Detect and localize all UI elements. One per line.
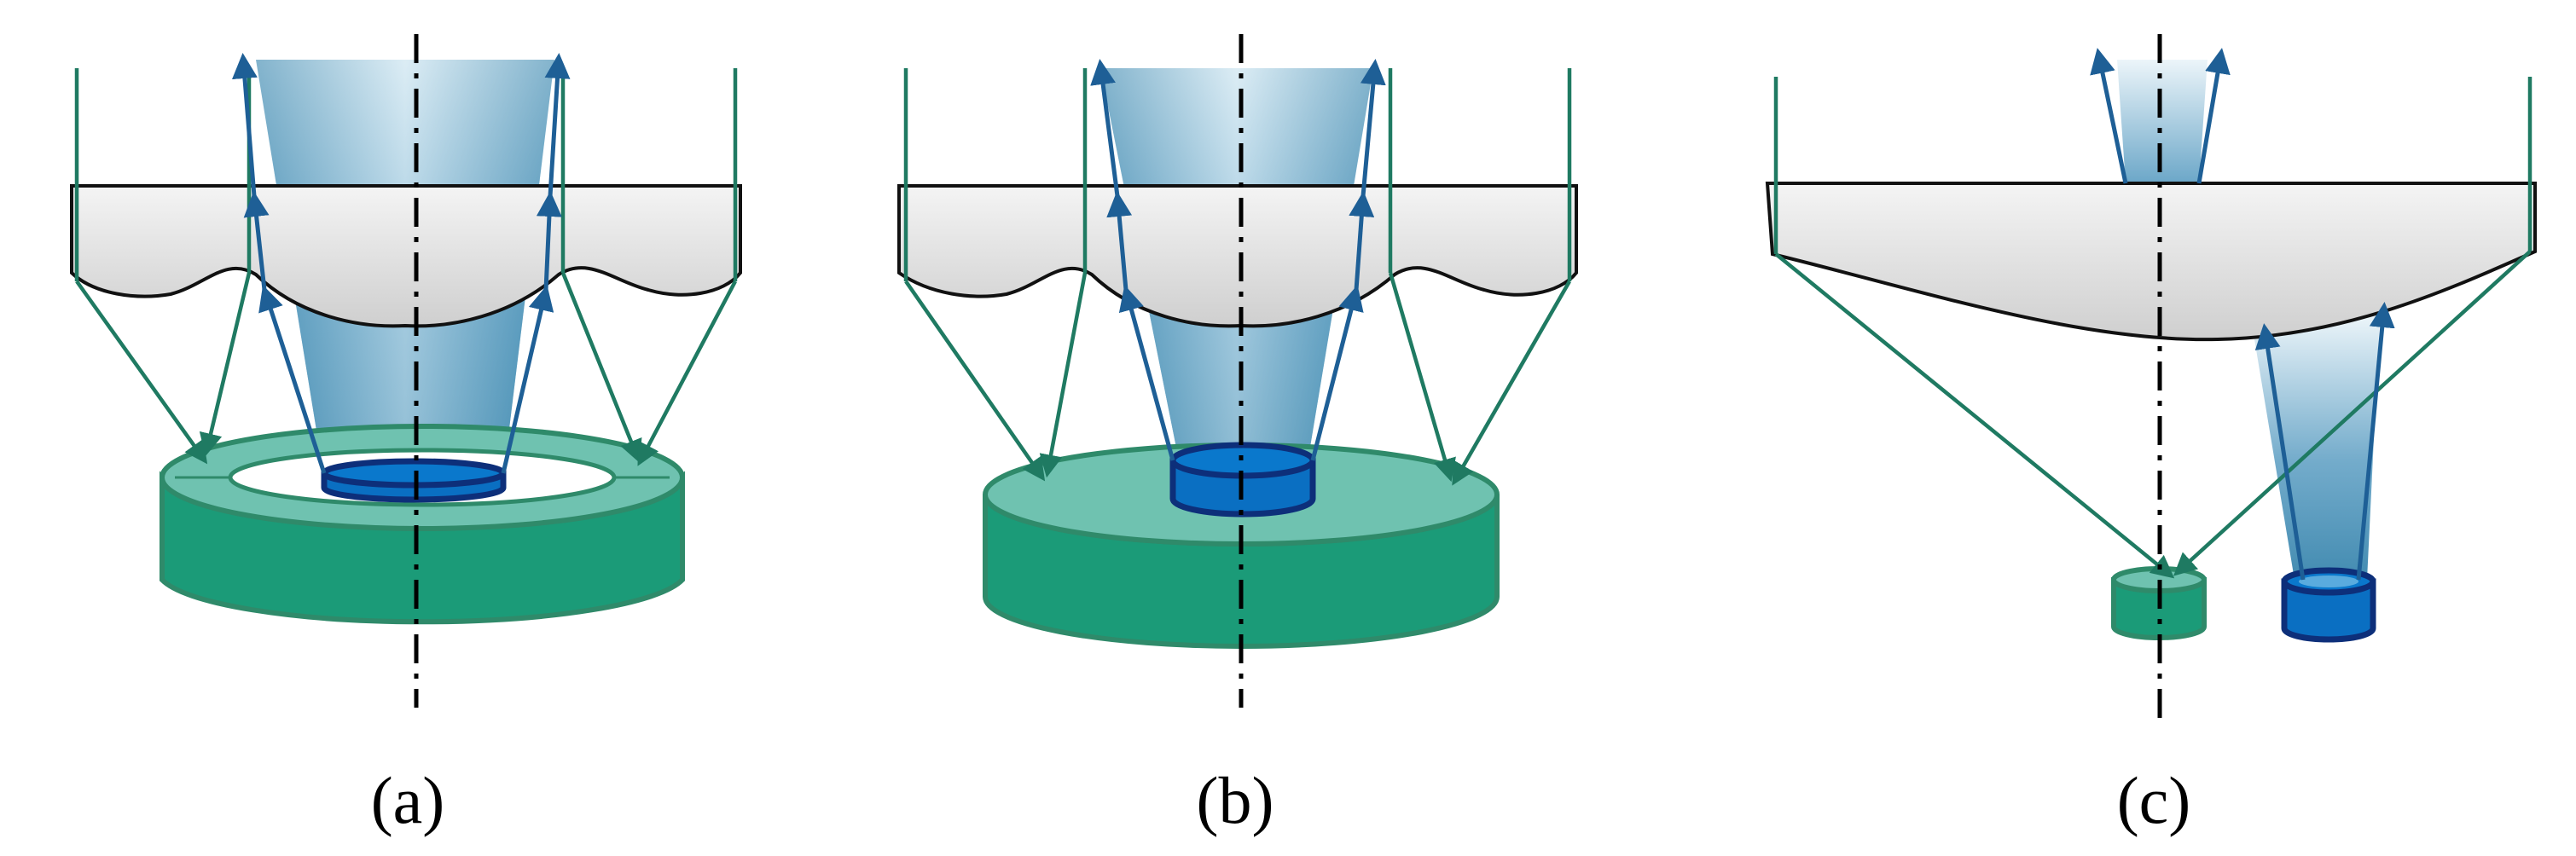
- caption-c: (c): [2117, 763, 2191, 837]
- caption-b: (b): [1197, 763, 1274, 837]
- lens-b: [897, 184, 1578, 328]
- lens-a: [70, 184, 742, 328]
- ring-emitter-a: [160, 424, 685, 625]
- panel-b: (b): [897, 34, 1578, 837]
- receiver-c: [2281, 567, 2376, 643]
- lens-c: [1765, 182, 2537, 342]
- panel-a: (a): [70, 34, 742, 837]
- caption-a: (a): [371, 763, 445, 837]
- panel-c: (c): [1765, 34, 2537, 837]
- beam-c-top: [2117, 60, 2208, 183]
- receiver-a: [321, 458, 507, 503]
